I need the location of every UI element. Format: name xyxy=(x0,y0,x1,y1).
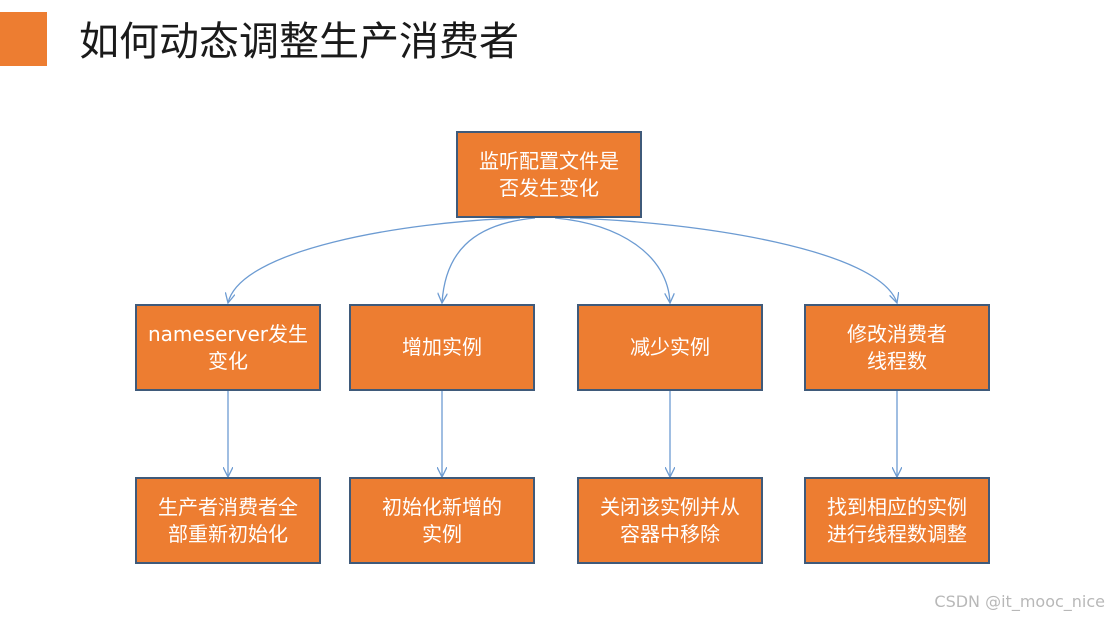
root-node: 监听配置文件是 否发生变化 xyxy=(456,131,642,218)
title-accent-square xyxy=(0,12,47,66)
result-node-label: 生产者消费者全 部重新初始化 xyxy=(158,494,298,546)
branch-node-modify-threads: 修改消费者 线程数 xyxy=(804,304,990,391)
branch-node-add-instance: 增加实例 xyxy=(349,304,535,391)
root-node-label: 监听配置文件是 否发生变化 xyxy=(479,148,619,200)
result-node-reinit-all: 生产者消费者全 部重新初始化 xyxy=(135,477,321,564)
branch-node-label: nameserver发生 变化 xyxy=(147,321,309,373)
result-node-label: 初始化新增的 实例 xyxy=(382,494,502,546)
connector-root-to-branch-4 xyxy=(569,217,897,303)
branch-node-label: 减少实例 xyxy=(630,335,710,359)
watermark: CSDN @it_mooc_nice xyxy=(934,592,1105,611)
branch-node-label: 增加实例 xyxy=(402,335,482,359)
result-node-label: 关闭该实例并从 容器中移除 xyxy=(600,494,740,546)
result-node-init-new: 初始化新增的 实例 xyxy=(349,477,535,564)
connector-root-to-branch-2 xyxy=(442,217,536,303)
result-node-adjust-threads: 找到相应的实例 进行线程数调整 xyxy=(804,477,990,564)
result-node-close-remove: 关闭该实例并从 容器中移除 xyxy=(577,477,763,564)
page-title: 如何动态调整生产消费者 xyxy=(79,19,519,65)
branch-node-remove-instance: 减少实例 xyxy=(577,304,763,391)
branch-node-nameserver-change: nameserver发生 变化 xyxy=(135,304,321,391)
result-node-label: 找到相应的实例 进行线程数调整 xyxy=(827,494,967,546)
connector-root-to-branch-1 xyxy=(228,217,521,303)
connector-root-to-branch-3 xyxy=(554,217,670,303)
branch-node-label: 修改消费者 线程数 xyxy=(847,321,947,373)
